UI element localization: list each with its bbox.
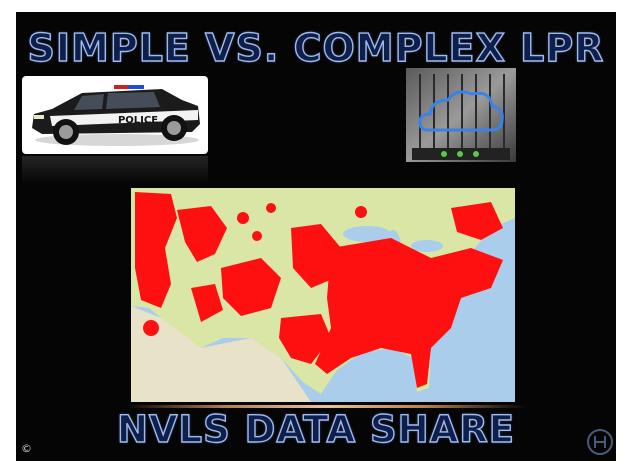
circle-logo-icon	[584, 428, 616, 458]
slide: SIMPLE VS. COMPLEX LPR POLICE	[16, 12, 616, 461]
map-image	[131, 188, 515, 402]
bottom-title: NVLS DATA SHARE	[116, 407, 516, 451]
copyright-symbol: ©	[21, 442, 32, 455]
server-cloud-image	[406, 68, 516, 162]
police-car-image	[22, 76, 208, 154]
police-car-icon	[32, 85, 200, 146]
car-reflection	[22, 156, 208, 184]
us-coverage-map	[131, 188, 515, 402]
server-cloud-icon	[406, 68, 516, 162]
map-underline-divider	[126, 405, 526, 408]
police-badge-text: POLICE	[117, 115, 159, 126]
slide-title: SIMPLE VS. COMPLEX LPR	[27, 25, 605, 70]
